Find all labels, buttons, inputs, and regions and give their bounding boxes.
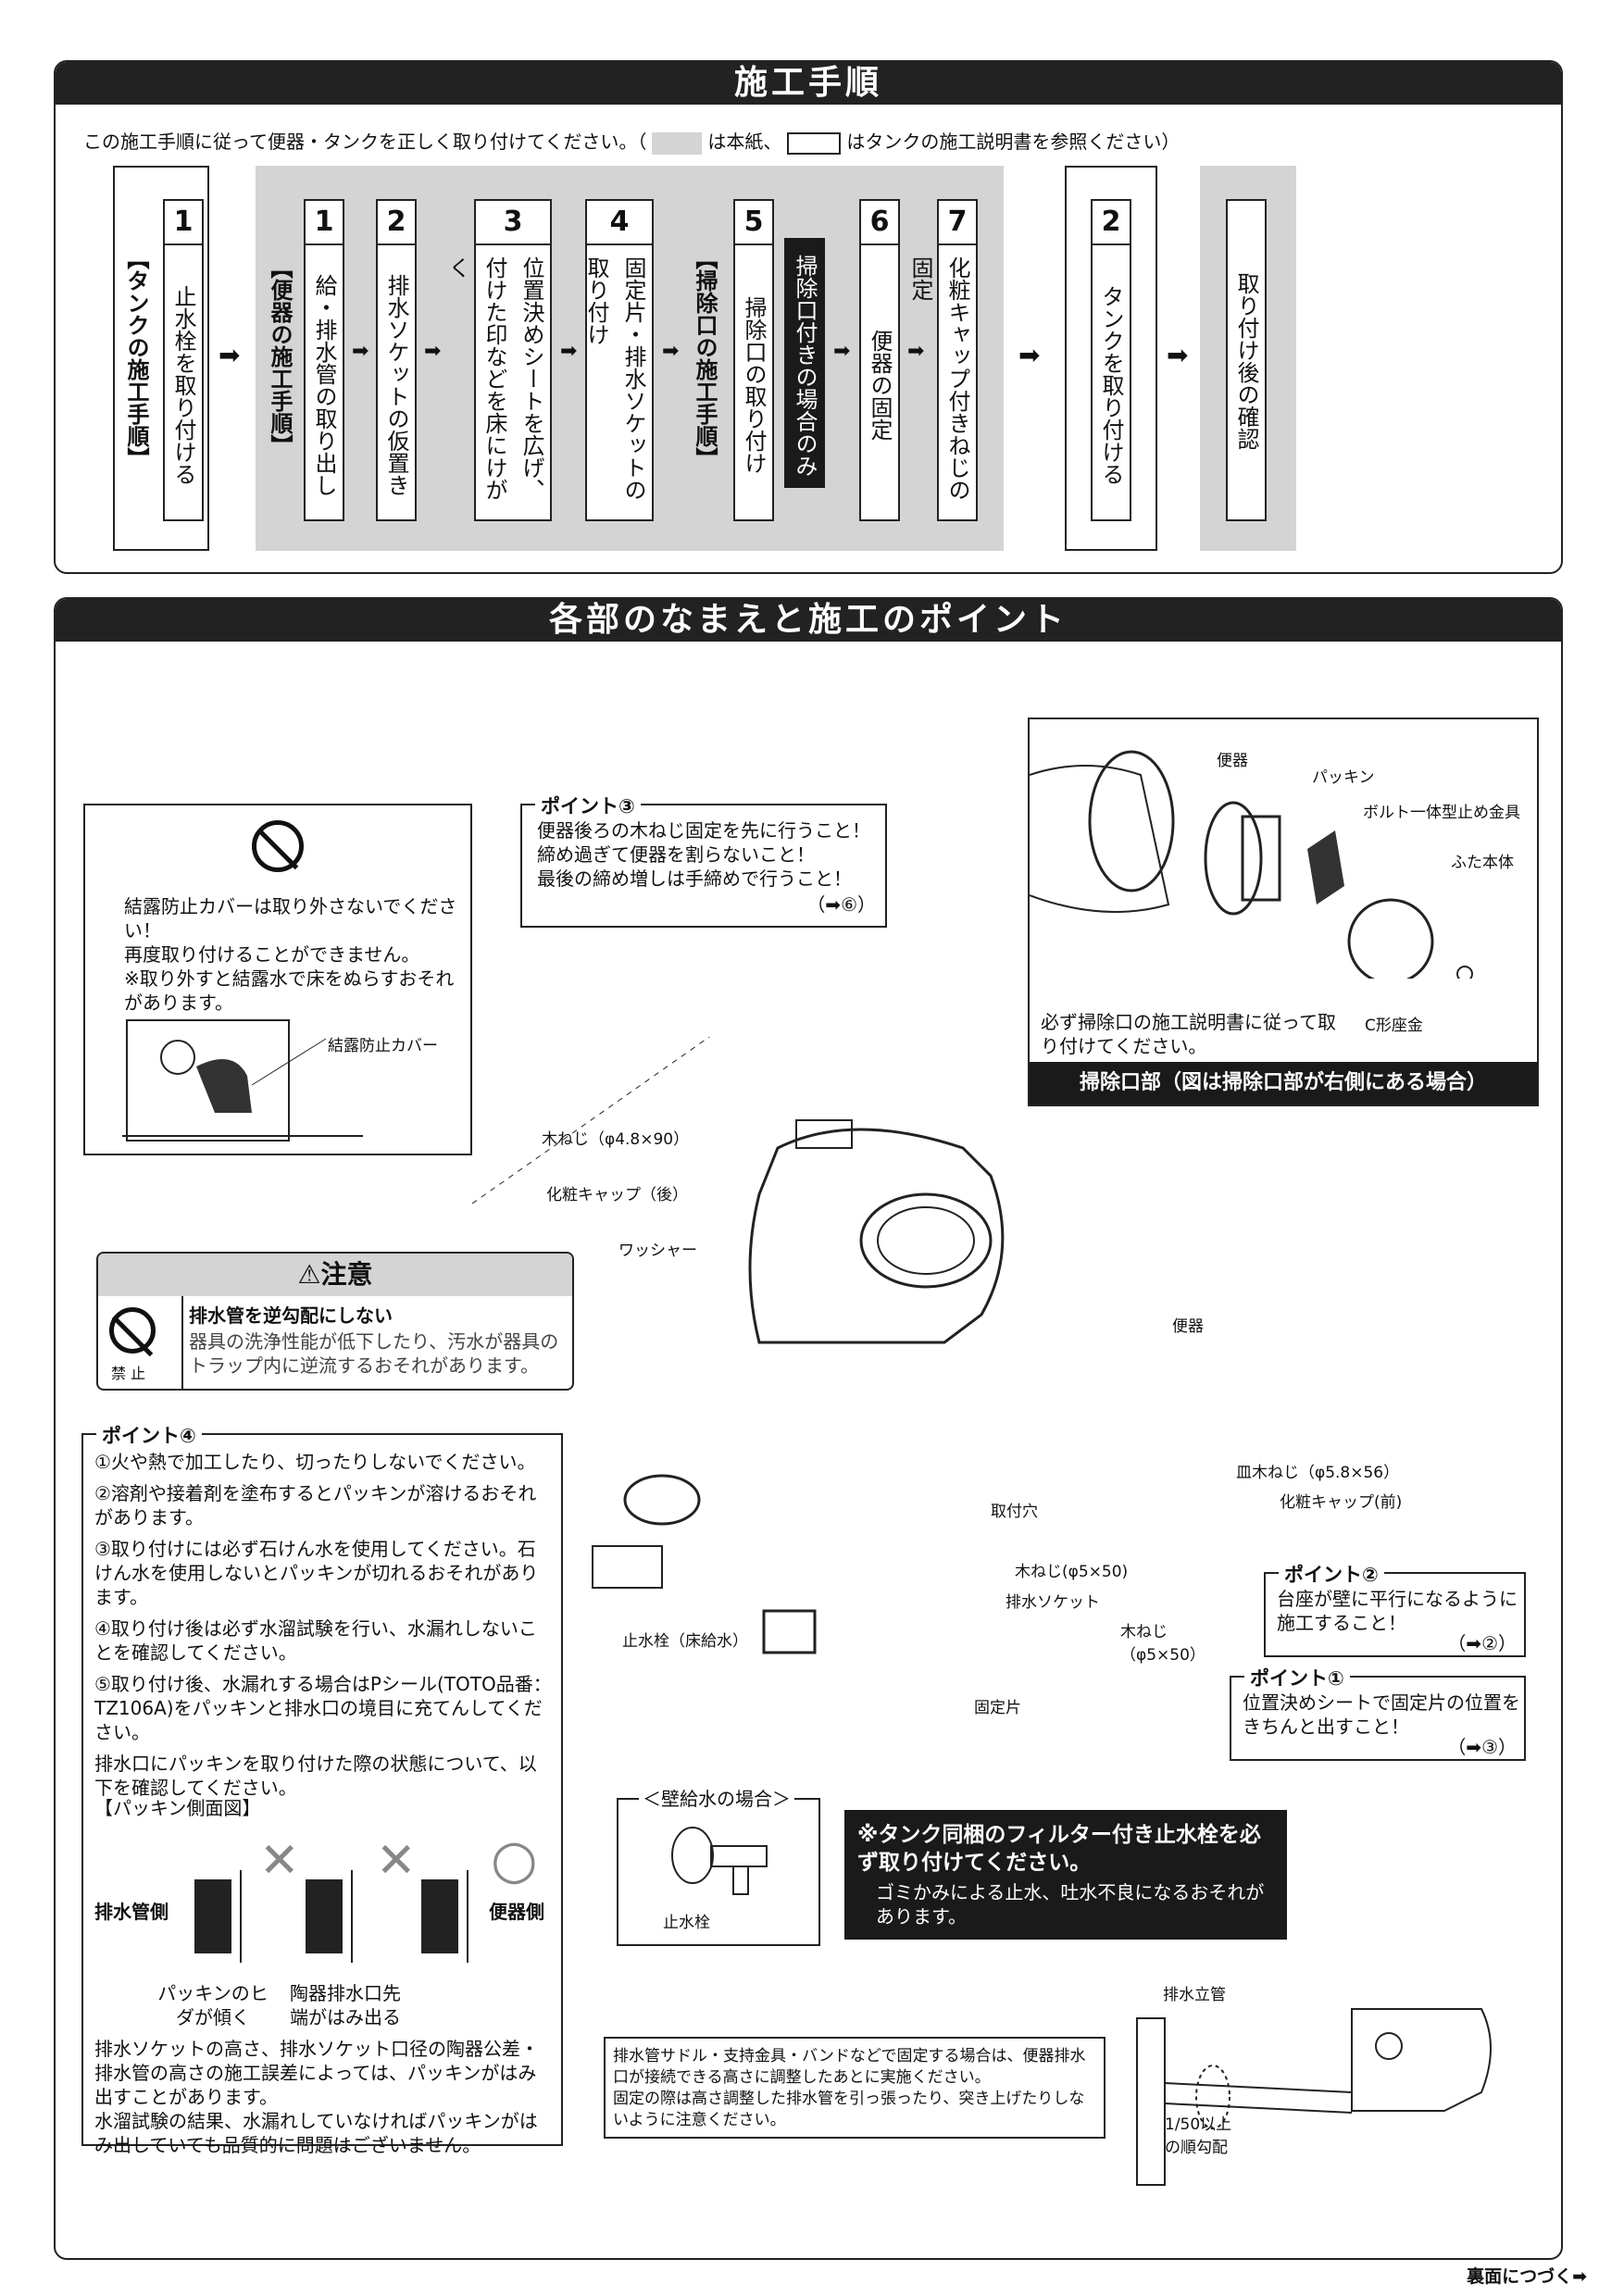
point3-text: 便器後ろの木ねじ固定を先に行うこと！ 締め過ぎて便器を割らないこと！ 最後の締め… xyxy=(537,819,870,890)
point4-footer: 排水ソケットの高さ、排水ソケット口径の陶器公差・排水管の高さの施工誤差によっては… xyxy=(94,2038,539,2156)
arrow-icon: ➡ xyxy=(907,340,925,363)
caution-title: ⚠注意 xyxy=(98,1254,572,1296)
point3-callout: ポイント③ 便器後ろの木ねじ固定を先に行うこと！ 締め過ぎて便器を割らないこと！… xyxy=(520,792,887,928)
condensation-cover-illustration xyxy=(122,1019,363,1142)
caution-box: ⚠注意 禁 止 排水管を逆勾配にしない 器具の洗浄性能が低下したり、汚水が器具の… xyxy=(96,1252,574,1391)
label-screw-5x50-b: 木ねじ（φ5×50） xyxy=(1120,1623,1206,1665)
packing-diagram-title: 【パッキン側面図】 xyxy=(94,1797,261,1819)
procedure-title: 施工手順 xyxy=(56,62,1561,105)
caution-heading: 排水管を逆勾配にしない xyxy=(189,1304,393,1327)
point2-text: 台座が壁に平行になるように施工すること！ xyxy=(1277,1588,1518,1634)
cleanout-only-badge: 掃除口付きの場合のみ xyxy=(784,238,825,488)
label-bolt-fitting: ボルト一体型止め金具 xyxy=(1363,804,1520,822)
point1-title: ポイント① xyxy=(1244,1664,1350,1691)
point2-callout: ポイント② 台座が壁に平行になるように施工すること！ （➡②） xyxy=(1264,1560,1526,1657)
parts-title: 各部のなまえと施工のポイント xyxy=(56,599,1561,642)
point4-title: ポイント④ xyxy=(96,1421,202,1449)
label-c-washer: C形座金 xyxy=(1365,1017,1423,1035)
wall-stop-valve-illustration xyxy=(671,1827,768,1895)
label-fixing-piece: 固定片 xyxy=(974,1699,1021,1717)
tank-group-label: 【タンクの施工手順】 xyxy=(123,247,149,469)
cleanout-detail-box: 便器 パッキン ボルト一体型止め金具 ふた本体 C形座金 必ず掃除口の施工説明書… xyxy=(1028,718,1539,1106)
point3-ref: （➡⑥） xyxy=(806,893,876,916)
arrow-icon: ➡ xyxy=(1018,340,1041,370)
drain-slope-illustration xyxy=(1136,2008,1492,2186)
label-plate-screw: 皿木ねじ（φ5.8×56） xyxy=(1236,1464,1400,1482)
final-step: 取り付け後の確認 xyxy=(1226,199,1267,521)
point1-text: 位置決めシートで固定片の位置をきちんと出すこと！ xyxy=(1243,1691,1520,1738)
cleanout-group-label: 【掃除口の施工手順】 xyxy=(692,247,718,469)
arrow-icon: ➡ xyxy=(219,340,241,370)
condensation-cover-label: 結露防止カバー xyxy=(328,1037,438,1055)
label-cover-body: ふた本体 xyxy=(1451,854,1514,872)
label-screw-5x50: 木ねじ(φ5×50) xyxy=(1015,1563,1129,1581)
slope-label: 1/50以上の順勾配 xyxy=(1165,2115,1232,2157)
drain-riser-label: 排水立管 xyxy=(1163,1986,1226,2004)
packing-caption-a: パッキンのヒダが傾く xyxy=(157,1982,269,2028)
label-washer: ワッシャー xyxy=(618,1242,697,1260)
wall-supply-title: ＜壁給水の場合＞ xyxy=(639,1787,794,1811)
point4-callout: ポイント④ ①火や熱で加工したり、切ったりしないでください。 ②溶剤や接着剤を塗… xyxy=(81,1421,563,2156)
label-toilet: 便器 xyxy=(1217,752,1248,770)
wall-supply-box: ＜壁給水の場合＞ 止水栓 xyxy=(617,1787,820,1946)
good-mark-icon: ○ xyxy=(491,1828,538,1890)
packing-caption-b: 陶器排水口先端がはみ出る xyxy=(290,1982,401,2028)
cleanout-note: 必ず掃除口の施工説明書に従って取り付けてください。 xyxy=(1041,1011,1336,1057)
arrow-icon: ➡ xyxy=(1167,340,1189,370)
arrow-icon: ➡ xyxy=(560,340,578,363)
procedure-intro: この施工手順に従って便器・タンクを正しく取り付けてください。（は本紙、はタンクの… xyxy=(83,131,1181,155)
label-drain-socket: 排水ソケット xyxy=(1006,1593,1100,1612)
prohibit-label: 禁 止 xyxy=(111,1365,146,1382)
tank-step-1: 1 止水栓を取り付ける xyxy=(163,199,204,521)
prohibited-icon xyxy=(252,820,304,872)
point1-callout: ポイント① 位置決めシートで固定片の位置をきちんと出すこと！ （➡③） xyxy=(1230,1664,1526,1761)
point2-ref: （➡②） xyxy=(1447,1632,1517,1654)
bad-mark-icon: ✕ xyxy=(376,1833,417,1889)
cleanout-illustration xyxy=(1030,750,1473,979)
drain-side-label: 排水管側 xyxy=(94,1901,169,1923)
point1-ref: （➡③） xyxy=(1447,1736,1517,1758)
pipe-saddle-text: 排水管サドル・支持金具・バンドなどで固定する場合は、便器排水口が接続できる高さに… xyxy=(613,2047,1086,2129)
arrow-icon: ➡ xyxy=(833,340,851,363)
cleanout-caption: 掃除口部（図は掃除口部が右側にある場合） xyxy=(1030,1062,1537,1104)
label-mount-hole: 取付穴 xyxy=(991,1503,1038,1521)
point3-title: ポイント③ xyxy=(535,792,641,819)
continued-footer: 裏面につづく➡ xyxy=(1467,2266,1587,2287)
label-toilet-main: 便器 xyxy=(1172,1317,1204,1336)
prohibited-icon xyxy=(109,1307,156,1354)
caution-body: 器具の洗浄性能が低下したり、汚水が器具のトラップ内に逆流するおそれがあります。 xyxy=(189,1330,559,1377)
pipe-saddle-note: 排水管サドル・支持金具・バンドなどで固定する場合は、便器排水口が接続できる高さに… xyxy=(604,2037,1106,2139)
point2-title: ポイント② xyxy=(1279,1560,1384,1588)
filter-valve-note: ※タンク同梱のフィルター付き止水栓を必ず取り付けてください。 ゴミかみによる止水… xyxy=(844,1810,1287,1940)
condensation-warning: 結露防止カバーは取り外さないでください！ 再度取り付けることができません。 ※取… xyxy=(124,895,457,1014)
label-packing: パッキン xyxy=(1312,768,1375,787)
arrow-icon: ➡ xyxy=(424,340,442,363)
point4-list: ①火や熱で加工したり、切ったりしないでください。 ②溶剤や接着剤を塗布するとパッ… xyxy=(94,1451,552,1799)
toilet-step-7: 7化粧キャップ付きねじの固定 xyxy=(907,199,978,521)
wall-stop-valve-label: 止水栓 xyxy=(663,1914,710,1932)
white-legend-swatch xyxy=(787,131,842,155)
gray-legend-swatch xyxy=(652,131,703,155)
label-cap-front: 化粧キャップ(前) xyxy=(1280,1493,1403,1512)
label-wood-screw: 木ねじ（φ4.8×90） xyxy=(542,1130,690,1149)
toilet-assembly-illustration xyxy=(471,1037,1005,1654)
condensation-cover-box: 結露防止カバーは取り外さないでください！ 再度取り付けることができません。 ※取… xyxy=(83,804,472,1155)
label-cap-rear: 化粧キャップ（後） xyxy=(546,1186,688,1204)
procedure-panel: 施工手順 この施工手順に従って便器・タンクを正しく取り付けてください。（は本紙、… xyxy=(54,60,1563,574)
packing-profile-illustration xyxy=(194,1870,468,1963)
arrow-icon: ➡ xyxy=(352,340,369,363)
toilet-group-label: 【便器の施工手順】 xyxy=(267,256,293,456)
bad-mark-icon: ✕ xyxy=(259,1833,300,1889)
toilet-side-label: 便器側 xyxy=(489,1901,544,1923)
arrow-icon: ➡ xyxy=(662,340,680,363)
label-stop-valve: 止水栓（床給水） xyxy=(622,1632,748,1651)
